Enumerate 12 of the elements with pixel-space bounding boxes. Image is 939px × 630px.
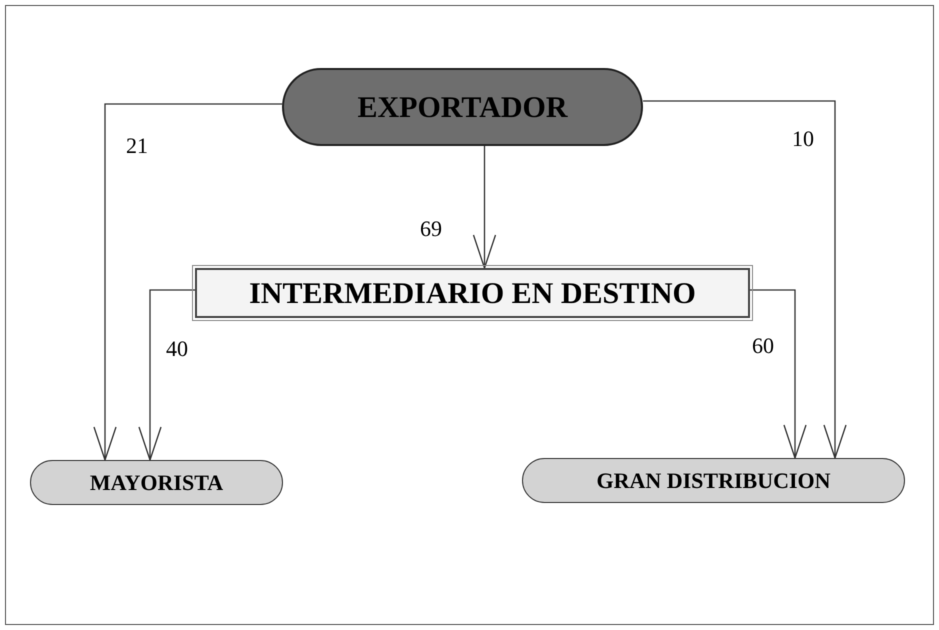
arrow [750, 289, 807, 459]
node-label: INTERMEDIARIO EN DESTINO [249, 276, 696, 312]
rounded-box [30, 460, 283, 505]
arrow [138, 289, 195, 461]
arrow [472, 146, 496, 269]
node-label: EXPORTADOR [357, 90, 568, 126]
rounded-box [522, 458, 905, 503]
node-label: GRAN DISTRIBUCION [596, 467, 831, 495]
node-label: MAYORISTA [90, 469, 224, 497]
arrow [93, 103, 282, 461]
process-box [195, 268, 750, 318]
arrow [643, 100, 847, 459]
